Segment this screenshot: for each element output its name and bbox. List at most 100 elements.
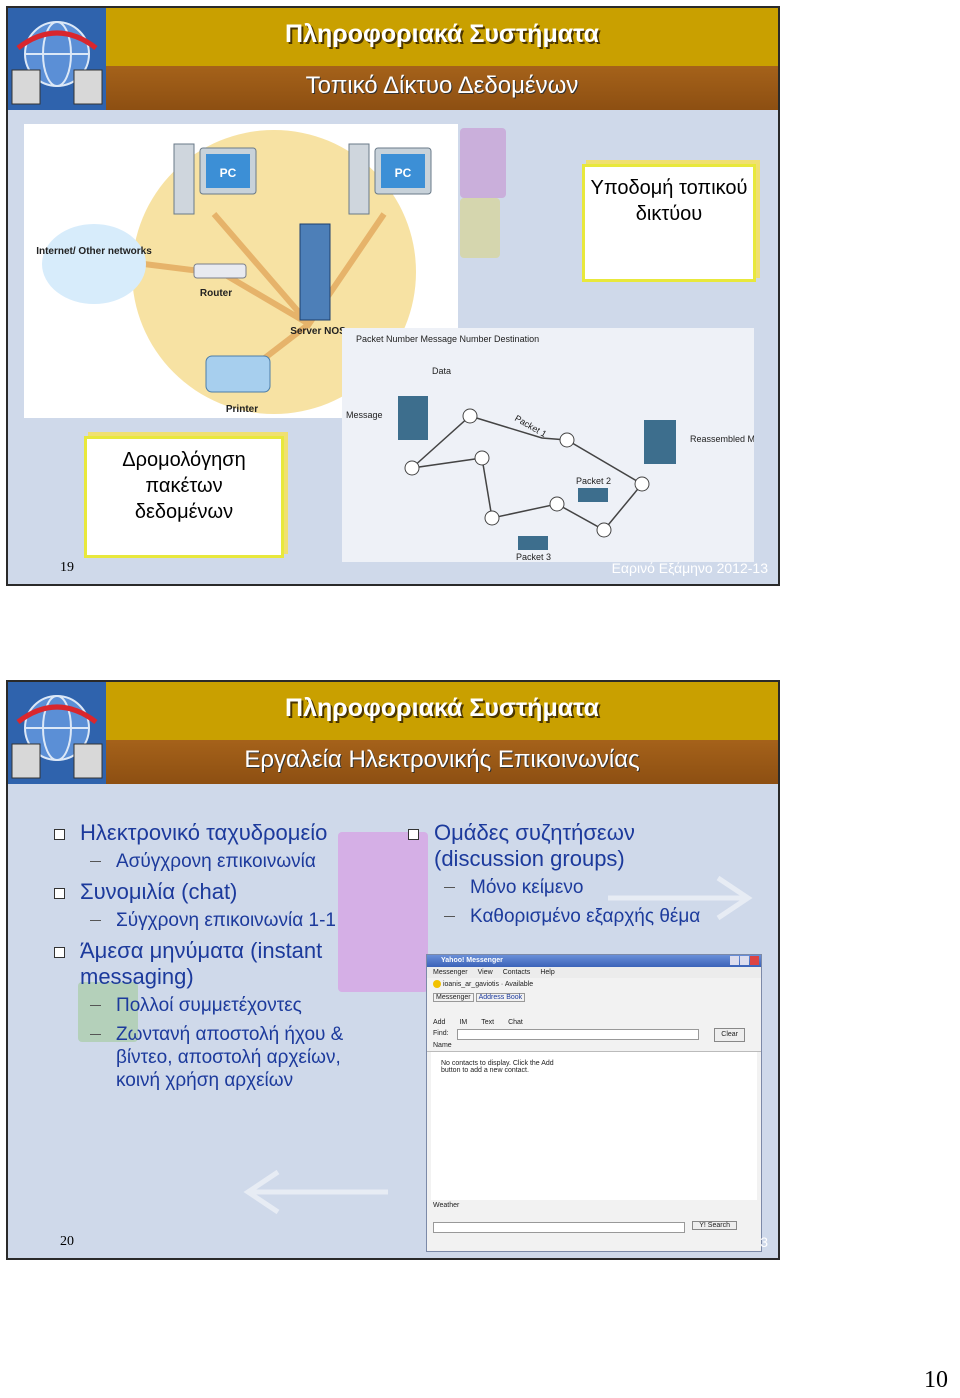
- dash-icon: [90, 1034, 101, 1035]
- sub-bullet: Ασύγχρονη επικοινωνία: [54, 850, 374, 873]
- packet-3-label: Packet 3: [516, 552, 551, 562]
- menu-contacts[interactable]: Contacts: [502, 969, 531, 976]
- sub-bullet: Μόνο κείμενο: [408, 876, 738, 899]
- window-controls: [729, 956, 759, 970]
- printer-label: Printer: [226, 404, 258, 415]
- yahoo-search-button[interactable]: Y! Search: [692, 1221, 737, 1230]
- messenger-window: Yahoo! Messenger Messenger View Contacts He…: [426, 954, 762, 1252]
- callout-packet-routing: Δρομολόγηση πακέτων δεδομένων: [84, 436, 284, 558]
- minimize-button[interactable]: [730, 956, 739, 965]
- pc-label: PC: [220, 166, 237, 180]
- find-row: Find: Clear: [427, 1028, 761, 1042]
- sub-bullet: Πολλοί συμμετέχοντες: [54, 994, 374, 1017]
- chat-button[interactable]: Chat: [508, 1019, 523, 1026]
- smiley-icon: [433, 980, 441, 989]
- sub-bullet: Καθορισμένο εξαρχής θέμα: [408, 905, 738, 928]
- pc-label: PC: [395, 166, 412, 180]
- decor-shape: [78, 982, 138, 1042]
- callout-lan-infrastructure: Υποδομή τοπικού δικτύου: [582, 164, 756, 282]
- menu-bar: Messenger View Contacts Help: [427, 967, 761, 978]
- left-arrow-icon: [243, 1169, 388, 1215]
- sub-bullet-text: Καθορισμένο εξαρχής θέμα: [470, 906, 701, 927]
- page-number: 19: [60, 560, 74, 575]
- im-button[interactable]: IM: [459, 1019, 468, 1026]
- internet-label: Internet/ Other networks: [36, 246, 152, 257]
- bullet-instant-messaging: Άμεσα μηνύματα (instant messaging): [54, 938, 374, 990]
- footer-semester: 3: [760, 1234, 768, 1250]
- empty-contacts-message: No contacts to display. Click the Add bu…: [441, 1060, 554, 1074]
- right-bullet-list: Ομάδες συζητήσεων (discussion groups) Μό…: [408, 820, 738, 934]
- window-title: Yahoo! Messenger: [441, 957, 503, 964]
- weather-label: Weather: [433, 1202, 460, 1209]
- add-button[interactable]: Add: [433, 1019, 446, 1026]
- sub-bullet-text: Ζωντανή αποστολή ήχου & βίντεο, αποστολή…: [116, 1024, 344, 1091]
- checkbox-bullet-icon: [54, 829, 65, 840]
- dash-icon: [444, 916, 455, 917]
- header-band: [8, 682, 778, 740]
- menu-messenger[interactable]: Messenger: [433, 969, 468, 976]
- subheader-band: [8, 66, 778, 110]
- sub-bullet-text: Πολλοί συμμετέχοντες: [116, 995, 302, 1016]
- checkbox-bullet-icon: [408, 829, 419, 840]
- user-status[interactable]: ioanis_ar_gaviotis · Available: [442, 981, 534, 988]
- packet-2-label: Packet 2: [576, 476, 611, 486]
- reassembled-label: Reassembled Message: [690, 434, 754, 444]
- name-column-header[interactable]: Name: [433, 1042, 452, 1049]
- checkbox-bullet-icon: [54, 888, 65, 899]
- dash-icon: [444, 887, 455, 888]
- decor-shape: [460, 128, 506, 198]
- find-input[interactable]: [457, 1029, 699, 1040]
- menu-help[interactable]: Help: [540, 969, 555, 976]
- slide-19: Πληροφοριακά Συστήματα Τοπικό Δίκτυο Δεδ…: [6, 6, 780, 586]
- data-label: Data: [432, 366, 451, 376]
- slide-20: Πληροφοριακά Συστήματα Εργαλεία Ηλεκτρον…: [6, 680, 780, 1260]
- sub-bullet: Σύγχρονη επικοινωνία 1-1: [54, 909, 374, 932]
- search-input[interactable]: [433, 1222, 685, 1233]
- tab-messenger[interactable]: Messenger: [433, 993, 474, 1002]
- search-row: Y! Search: [427, 1220, 761, 1234]
- sub-bullet-text: Ασύγχρονη επικοινωνία: [116, 851, 316, 872]
- header-band: [8, 8, 778, 66]
- weather-panel: Weather: [427, 1200, 761, 1220]
- tab-address-book[interactable]: Address Book: [475, 993, 526, 1002]
- document-page-number: 10: [924, 1367, 948, 1393]
- callout-text: Υποδομή τοπικού δικτύου: [590, 177, 748, 225]
- bullet-text: Άμεσα μηνύματα (instant messaging): [80, 938, 323, 989]
- globe-network-logo: [8, 682, 106, 784]
- sub-bullet: Ζωντανή αποστολή ήχου & βίντεο, αποστολή…: [54, 1023, 374, 1092]
- text-button[interactable]: Text: [481, 1019, 495, 1026]
- tabs-row: Messenger Address Book: [427, 992, 761, 1004]
- messenger-titlebar: Yahoo! Messenger: [427, 955, 761, 967]
- dash-icon: [90, 1005, 101, 1006]
- slide-title: Πληροφοριακά Συστήματα: [285, 20, 599, 48]
- sub-bullet-text: Μόνο κείμενο: [470, 877, 584, 898]
- router-label: Router: [200, 288, 232, 299]
- slide-title: Πληροφοριακά Συστήματα: [285, 694, 599, 722]
- toolbar: Add IM Text Chat: [427, 1004, 761, 1026]
- menu-view[interactable]: View: [477, 969, 493, 976]
- checkbox-bullet-icon: [54, 947, 65, 958]
- close-button[interactable]: [750, 956, 759, 965]
- callout-text: Δρομολόγηση πακέτων δεδομένων: [122, 449, 246, 523]
- clear-button[interactable]: Clear: [714, 1028, 745, 1042]
- bullet-chat: Συνομιλία (chat): [54, 879, 374, 905]
- subheader-band: [8, 740, 778, 784]
- sub-bullet-text: Σύγχρονη επικοινωνία 1-1: [116, 910, 336, 931]
- find-label: Find:: [433, 1030, 449, 1037]
- contact-list[interactable]: No contacts to display. Click the Add bu…: [431, 1052, 757, 1200]
- decor-shape: [460, 198, 500, 258]
- server-label: Server NOS: [290, 326, 346, 337]
- bullet-email: Ηλεκτρονικό ταχυδρομείο: [54, 820, 374, 846]
- maximize-button[interactable]: [740, 956, 749, 965]
- right-arrow-icon: [608, 875, 753, 921]
- packet-header-label: Packet Number Message Number Destination: [356, 334, 539, 344]
- dash-icon: [90, 920, 101, 921]
- slide-subtitle: Εργαλεία Ηλεκτρονικής Επικοινωνίας: [244, 746, 640, 773]
- page-number: 20: [60, 1234, 74, 1249]
- slide-subtitle: Τοπικό Δίκτυο Δεδομένων: [305, 72, 579, 99]
- dash-icon: [90, 861, 101, 862]
- left-bullet-list: Ηλεκτρονικό ταχυδρομείο Ασύγχρονη επικοι…: [54, 820, 374, 1098]
- status-row: ioanis_ar_gaviotis · Available: [427, 978, 761, 992]
- message-label: Message: [346, 410, 383, 420]
- list-header: Name: [427, 1040, 761, 1052]
